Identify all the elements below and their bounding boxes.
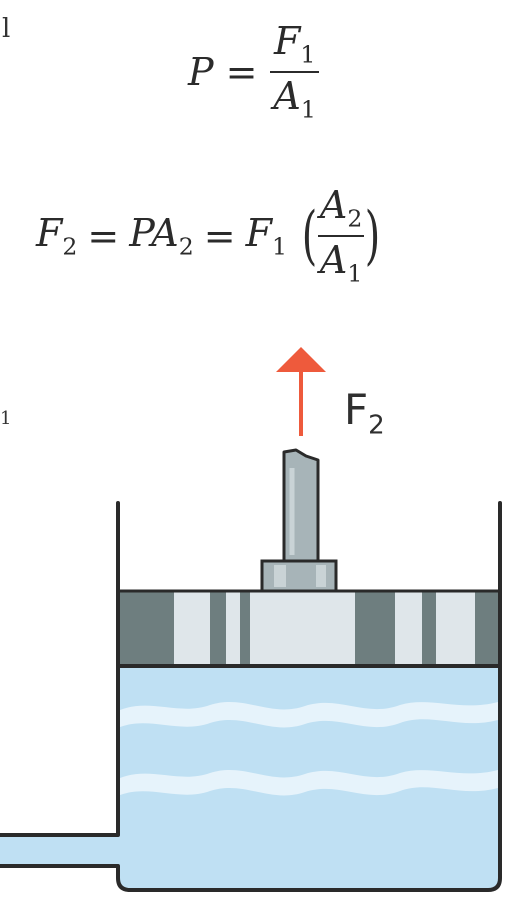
pressure-times-area-term: PA2: [129, 211, 194, 261]
fraction-denominator: A1: [319, 238, 363, 288]
cylinder-walls: [0, 501, 502, 892]
cropped-text-mid-left: 1: [0, 408, 12, 429]
force-label-f2: F2: [344, 385, 385, 441]
fluid-wave-lower: [120, 770, 498, 796]
equals-sign: =: [87, 214, 120, 259]
left-parenthesis: (: [301, 199, 318, 274]
right-parenthesis: ): [365, 199, 381, 274]
fraction-numerator: A2: [317, 186, 365, 238]
fluid-wave-upper: [120, 702, 498, 728]
output-force-symbol: F2: [36, 211, 78, 261]
output-force-equation: F2 = PA2 = F1 ( A2 A1 ): [36, 186, 385, 286]
pressure-equation: P = F1 A1: [188, 22, 320, 122]
piston-head: [116, 589, 502, 668]
cropped-text-top-left: l: [2, 14, 11, 44]
piston-collar: [260, 559, 338, 593]
fraction-numerator: F1: [269, 22, 320, 74]
area-ratio-fraction: A2 A1: [317, 186, 365, 288]
force-over-area-fraction: F1 A1: [269, 22, 320, 124]
fraction-denominator: A1: [273, 74, 316, 124]
input-force-symbol: F1: [245, 211, 287, 261]
piston-rod: [282, 448, 320, 563]
force-arrow-icon: [276, 347, 326, 436]
pressure-symbol: P: [188, 50, 214, 95]
equals-sign: =: [225, 50, 258, 95]
equals-sign: =: [203, 214, 236, 259]
